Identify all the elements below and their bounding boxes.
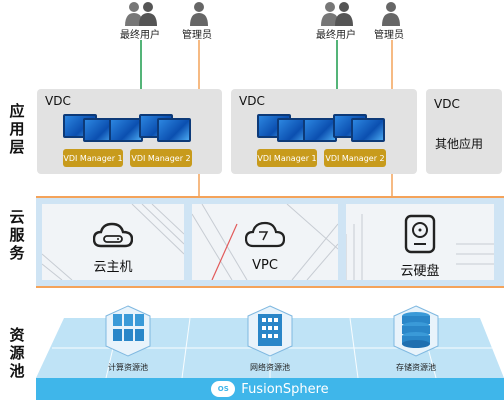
end-user-label: 最终用户 (120, 30, 160, 41)
vpc-label: VPC (252, 258, 278, 273)
fusionsphere-label: FusionSphere (241, 381, 329, 397)
vdc-box-1: VDC VDI Manager 1 VDI Manager 2 (37, 89, 222, 174)
users-icon (321, 2, 353, 26)
cloud-host-icon (93, 222, 133, 248)
admin-label: 管理员 (374, 30, 404, 41)
left-end-user: 最终用户 (118, 0, 166, 41)
cloud-service-band: 云主机 VPC (36, 196, 504, 288)
desktop-monitor (157, 118, 191, 142)
vdi-manager-2: VDI Manager 2 (324, 149, 386, 167)
vdc-title: VDC (239, 94, 265, 108)
vdi-manager-1: VDI Manager 1 (257, 149, 317, 167)
vpc-card: VPC (192, 204, 338, 280)
admin-label: 管理员 (182, 30, 212, 41)
storage-pool-label: 存储资源池 (396, 363, 436, 372)
end-user-label: 最终用户 (316, 30, 356, 41)
cloud-disk-icon (404, 214, 436, 254)
application-layer-label: 应 用 层 (9, 102, 25, 156)
resource-pool-label: 资 源 池 (9, 326, 25, 380)
card-background-lines (346, 214, 494, 280)
left-admin: 管理员 (180, 0, 220, 41)
cloud-disk-label: 云硬盘 (400, 264, 440, 279)
fusionsphere-bar: OS FusionSphere (36, 378, 504, 400)
card-background-lines (192, 204, 338, 280)
admin-icon (382, 2, 400, 26)
vpc-cloud-icon (245, 221, 285, 248)
network-pool-icon (247, 305, 293, 357)
cloud-host-card: 云主机 (42, 204, 184, 280)
cloud-disk-card: 云硬盘 (346, 204, 494, 280)
compute-pool: 计算资源池 (88, 304, 168, 373)
vdc-box-2: VDC VDI Manager 1 VDI Manager 2 (231, 89, 417, 174)
desktop-monitor (351, 118, 385, 142)
cloud-service-label: 云 服 务 (9, 208, 25, 262)
users-icon (125, 2, 157, 26)
other-apps-label: 其他应用 (435, 137, 484, 151)
vdi-manager-1: VDI Manager 1 (63, 149, 123, 167)
right-end-user: 最终用户 (314, 0, 362, 41)
vdc-box-3: VDC 其他应用 (426, 89, 502, 174)
compute-pool-icon (105, 305, 151, 357)
compute-pool-label: 计算资源池 (108, 363, 148, 372)
card-background-lines (42, 204, 184, 280)
admin-icon (190, 2, 208, 26)
network-pool: 网络资源池 (230, 304, 310, 373)
vdi-manager-2: VDI Manager 2 (130, 149, 192, 167)
cloud-host-label: 云主机 (93, 260, 133, 275)
storage-pool: 存储资源池 (376, 304, 456, 373)
network-pool-label: 网络资源池 (250, 363, 290, 372)
os-cloud-icon: OS (211, 381, 236, 397)
vdc-title: VDC (45, 94, 71, 108)
right-admin: 管理员 (372, 0, 412, 41)
storage-pool-icon (393, 305, 439, 357)
vdc-title: VDC (434, 97, 460, 111)
